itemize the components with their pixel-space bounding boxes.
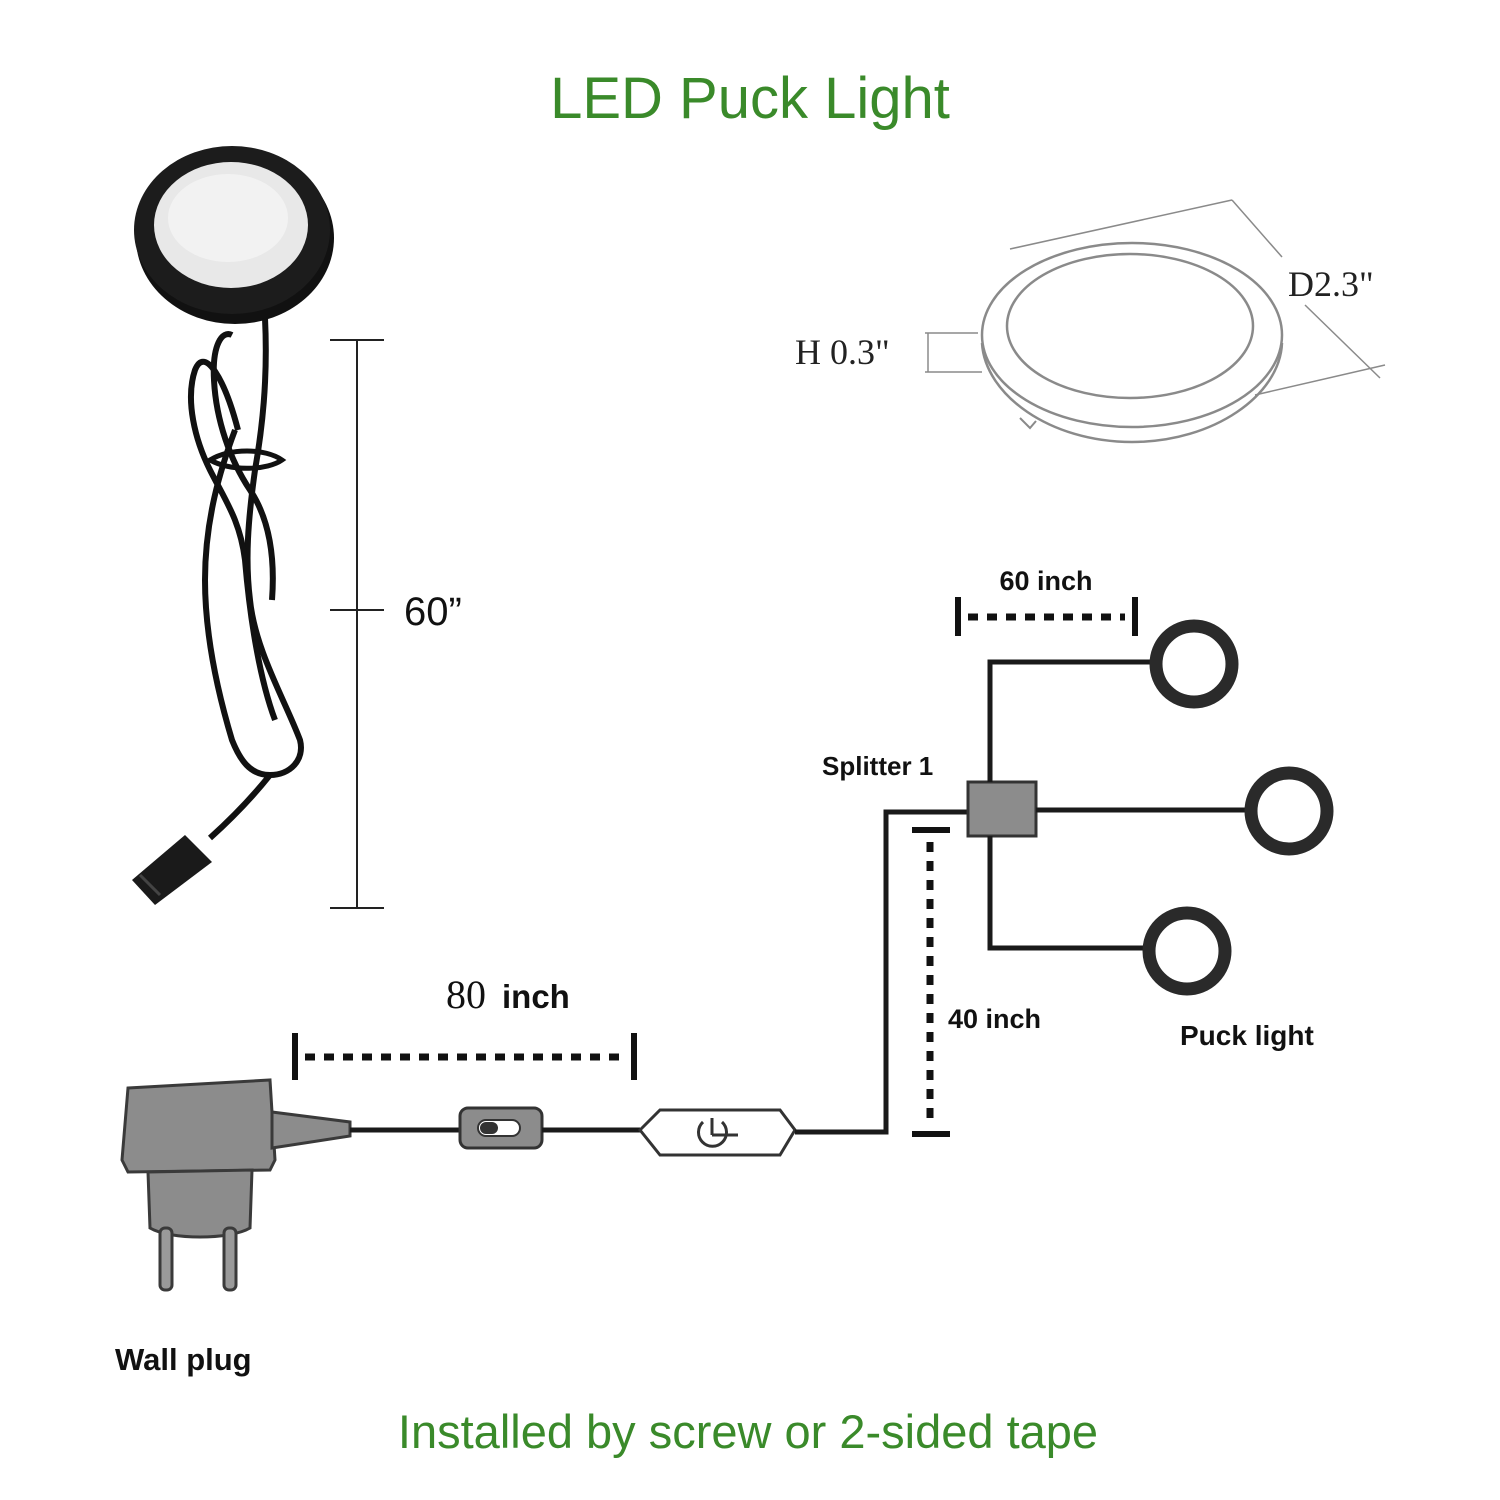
- installation-note: Installed by screw or 2-sided tape: [398, 1405, 1098, 1458]
- riser-length-dimension: [912, 827, 950, 1137]
- cable-length-dimension: [330, 339, 384, 909]
- diameter-label: D2.3": [1288, 264, 1374, 304]
- extension-length-unit: inch: [502, 978, 570, 1015]
- wall-plug-label: Wall plug: [115, 1342, 252, 1377]
- height-label: H 0.3": [795, 332, 890, 372]
- cable-length-label: 60”: [404, 590, 462, 634]
- dimension-drawing: [925, 199, 1386, 444]
- puck-light-icon-middle: [1244, 766, 1334, 856]
- puck-light-icon-top: [1149, 619, 1239, 709]
- splitter-label: Splitter 1: [822, 751, 933, 781]
- branch-length-dimension: [955, 597, 1138, 636]
- inline-switch-icon: [458, 1106, 544, 1150]
- extension-length-dimension: [292, 1033, 637, 1080]
- splitter-box-icon: [966, 780, 1038, 838]
- riser-length-label: 40 inch: [948, 1004, 1041, 1034]
- dimmer-control-icon: [637, 1108, 797, 1157]
- puck-light-icon-bottom: [1142, 906, 1232, 996]
- wall-plug-icon: [120, 1078, 352, 1292]
- puck-light-photo: [132, 146, 334, 905]
- extension-length-number: 80: [446, 972, 486, 1017]
- page-title: LED Puck Light: [550, 66, 950, 131]
- puck-light-label: Puck light: [1180, 1020, 1314, 1051]
- branch-length-label: 60 inch: [999, 566, 1092, 596]
